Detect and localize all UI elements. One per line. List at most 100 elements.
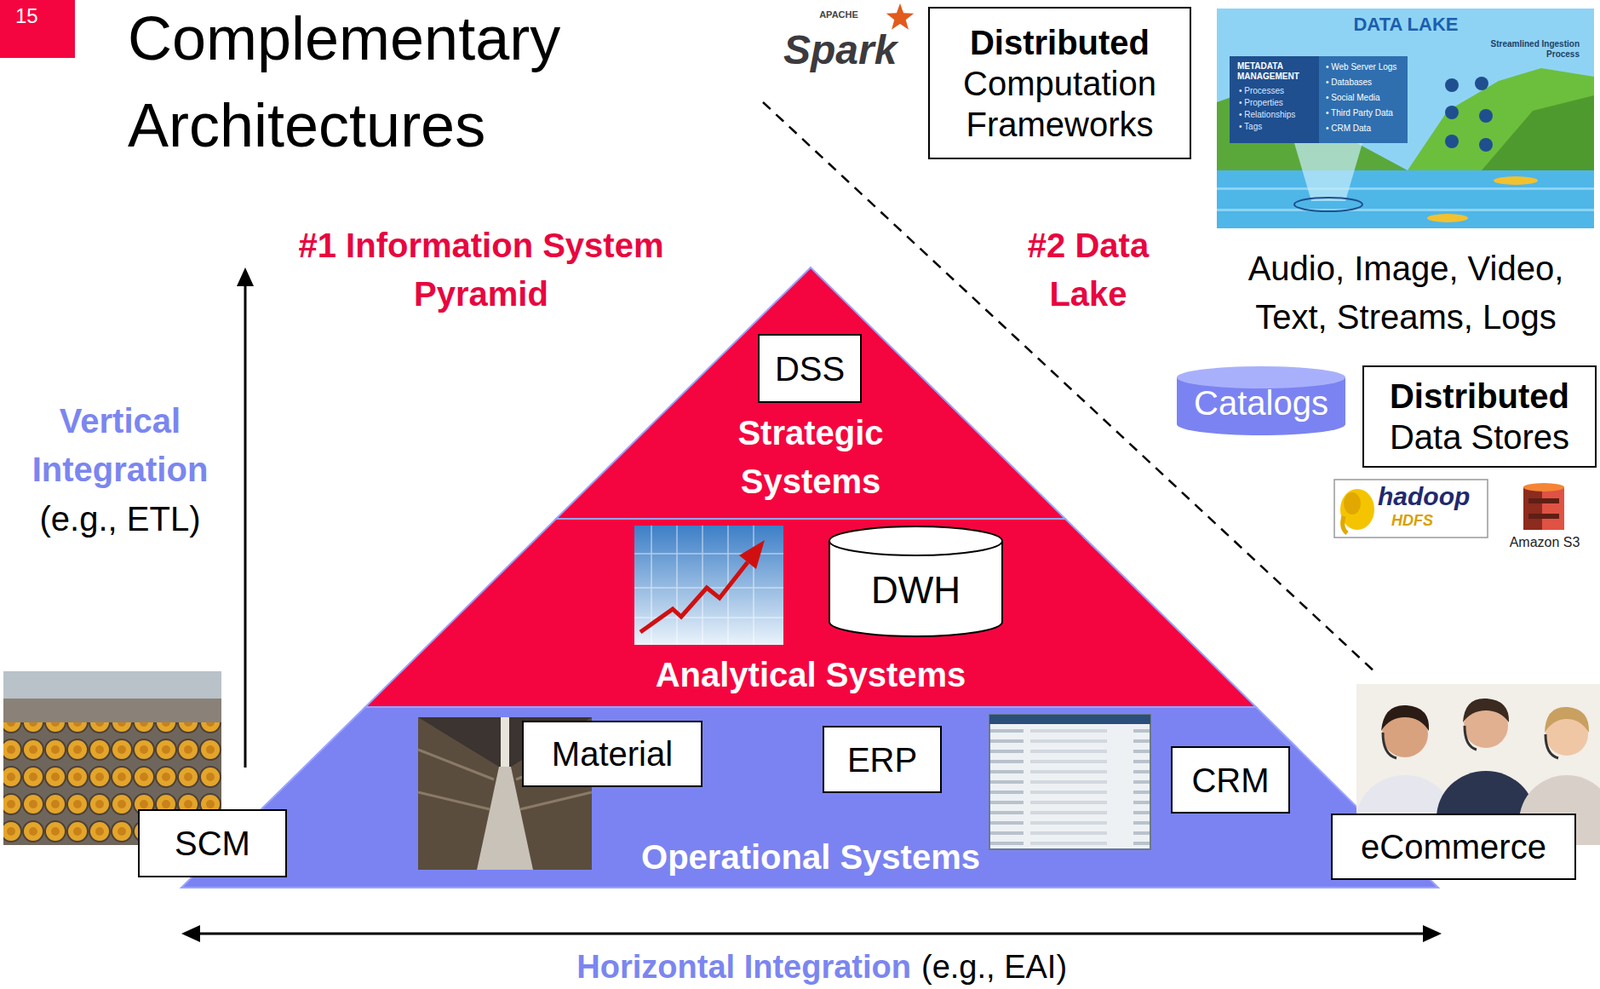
drawing-part <box>500 716 510 767</box>
drawing-part <box>198 932 1425 935</box>
drawing-part <box>1340 488 1375 530</box>
box-text: DSS <box>774 348 845 390</box>
label-text: Streamlined Ingestion Process <box>1485 39 1580 60</box>
drawing-part <box>1229 56 1408 144</box>
band-fill <box>365 518 1256 707</box>
drawing-part <box>1544 706 1589 733</box>
drawing-part <box>739 539 765 569</box>
cylinder-text: Catalogs <box>1175 382 1347 424</box>
catalog-cylinder: Catalogs <box>1175 365 1347 437</box>
label-text: (e.g., EAI) <box>921 946 1118 987</box>
label-text: • Processes <box>1238 85 1318 97</box>
drawing-part <box>418 749 494 780</box>
pyramid-band: Analytical Systems DWH <box>365 518 1256 707</box>
box-text: eCommerce <box>1360 825 1547 867</box>
cylinder-top <box>829 526 1003 556</box>
label-text: Vertical Integration <box>8 396 232 494</box>
pyramid-band: Operational Systems Material ERP CRM <box>181 706 1439 888</box>
drawing-part <box>1528 498 1560 504</box>
label-slot: • Databases <box>1325 76 1406 89</box>
drawing-part <box>886 3 914 30</box>
drawing-part <box>1294 143 1363 201</box>
label-text: METADATA MANAGEMENT <box>1237 61 1319 82</box>
label-slot: • Social Media <box>1325 91 1406 104</box>
band-fill <box>181 706 1439 888</box>
drawing-part <box>1216 8 1595 229</box>
drawing-part <box>181 924 201 942</box>
drawing-part <box>1216 187 1595 190</box>
label-text: • CRM Data <box>1325 122 1406 135</box>
drawing-part <box>1542 487 1565 530</box>
drawing-part <box>418 791 490 809</box>
database-cylinder: DWH <box>828 525 1004 638</box>
system-box: ERP <box>822 725 942 793</box>
spark-star <box>886 3 914 30</box>
vertical-arrow <box>236 267 254 768</box>
label-text: hadoop <box>1377 481 1485 511</box>
band-title: Strategic Systems <box>708 408 913 506</box>
box-text: Material <box>551 733 673 775</box>
label-slot: DATA LAKE <box>1329 13 1483 36</box>
label-text: • Social Media <box>1325 91 1406 104</box>
title-slot: Complementary Architectures <box>127 0 673 169</box>
drawing-part <box>1474 76 1489 91</box>
label-slot: • Third Party Data <box>1325 107 1406 120</box>
drawing-part <box>1334 479 1488 538</box>
system-box: Material <box>521 720 703 787</box>
data-store-box: DistributedData Stores <box>1362 365 1597 468</box>
band-title: Operational Systems <box>606 836 1016 878</box>
drawing-part <box>1445 105 1459 120</box>
label-slot: (e.g., EAI) <box>921 946 1118 987</box>
label-slot: (e.g., ETL) <box>8 494 232 544</box>
drawing-part <box>1528 513 1560 519</box>
label-text: DATA LAKE <box>1329 13 1483 36</box>
drawing-part <box>1216 208 1595 212</box>
label-text: Audio, Image, Video, Text, Streams, Logs <box>1218 244 1594 342</box>
drawing-part <box>1445 134 1459 149</box>
label-slot: Vertical Integration <box>8 396 232 494</box>
label-slot: • Processes <box>1238 85 1318 97</box>
box-text: SCM <box>174 822 251 864</box>
band-title: Analytical Systems <box>606 653 1016 695</box>
drawing-part <box>990 725 1150 848</box>
label-slot: #2 Data Lake <box>1003 221 1174 319</box>
sap-screenshot <box>989 714 1151 849</box>
cylinder-text: DWH <box>828 567 1004 613</box>
drawing-part <box>1318 56 1408 144</box>
drawing-part <box>1382 725 1559 758</box>
drawing-part <box>1523 487 1543 530</box>
drawing-part <box>3 698 222 723</box>
label-text: • Web Server Logs <box>1325 61 1406 74</box>
label-slot: • CRM Data <box>1325 122 1406 135</box>
label-slot: Amazon S3 <box>1502 533 1588 551</box>
label-slot: Streamlined Ingestion Process <box>1485 39 1580 60</box>
system-box: eCommerce <box>1330 813 1577 880</box>
label-text: HDFS <box>1391 510 1460 530</box>
system-box: SCM <box>137 808 287 878</box>
label-text: • Third Party Data <box>1325 107 1406 120</box>
s3-icon <box>1523 482 1565 530</box>
drawing-part <box>236 267 254 287</box>
label-slot: METADATA MANAGEMENT <box>1237 61 1319 82</box>
label-slot: #1 Information System Pyramid <box>276 221 686 319</box>
label-text: #2 Data Lake <box>1003 221 1174 319</box>
framework-box: DistributedComputation Frameworks <box>928 6 1192 160</box>
system-box: CRM <box>1170 745 1291 814</box>
drawing-part <box>1523 482 1565 492</box>
label-slot: Spark <box>783 28 903 72</box>
band-fill <box>556 267 1066 519</box>
drawing-part <box>640 562 748 632</box>
drawing-part <box>1422 924 1442 942</box>
drawing-part <box>1216 170 1595 229</box>
label-slot: • Relationships <box>1238 108 1318 121</box>
label-text: • Tags <box>1238 120 1318 132</box>
drawing-part <box>3 670 222 723</box>
box-text: 15 <box>15 3 39 29</box>
label-slot: APACHE <box>808 9 869 21</box>
drawing-part <box>1445 78 1459 92</box>
hadoop-logo <box>1334 479 1488 538</box>
box-text: ERP <box>847 739 918 780</box>
drawing-part <box>989 714 1151 849</box>
label-text: Spark <box>783 28 903 72</box>
